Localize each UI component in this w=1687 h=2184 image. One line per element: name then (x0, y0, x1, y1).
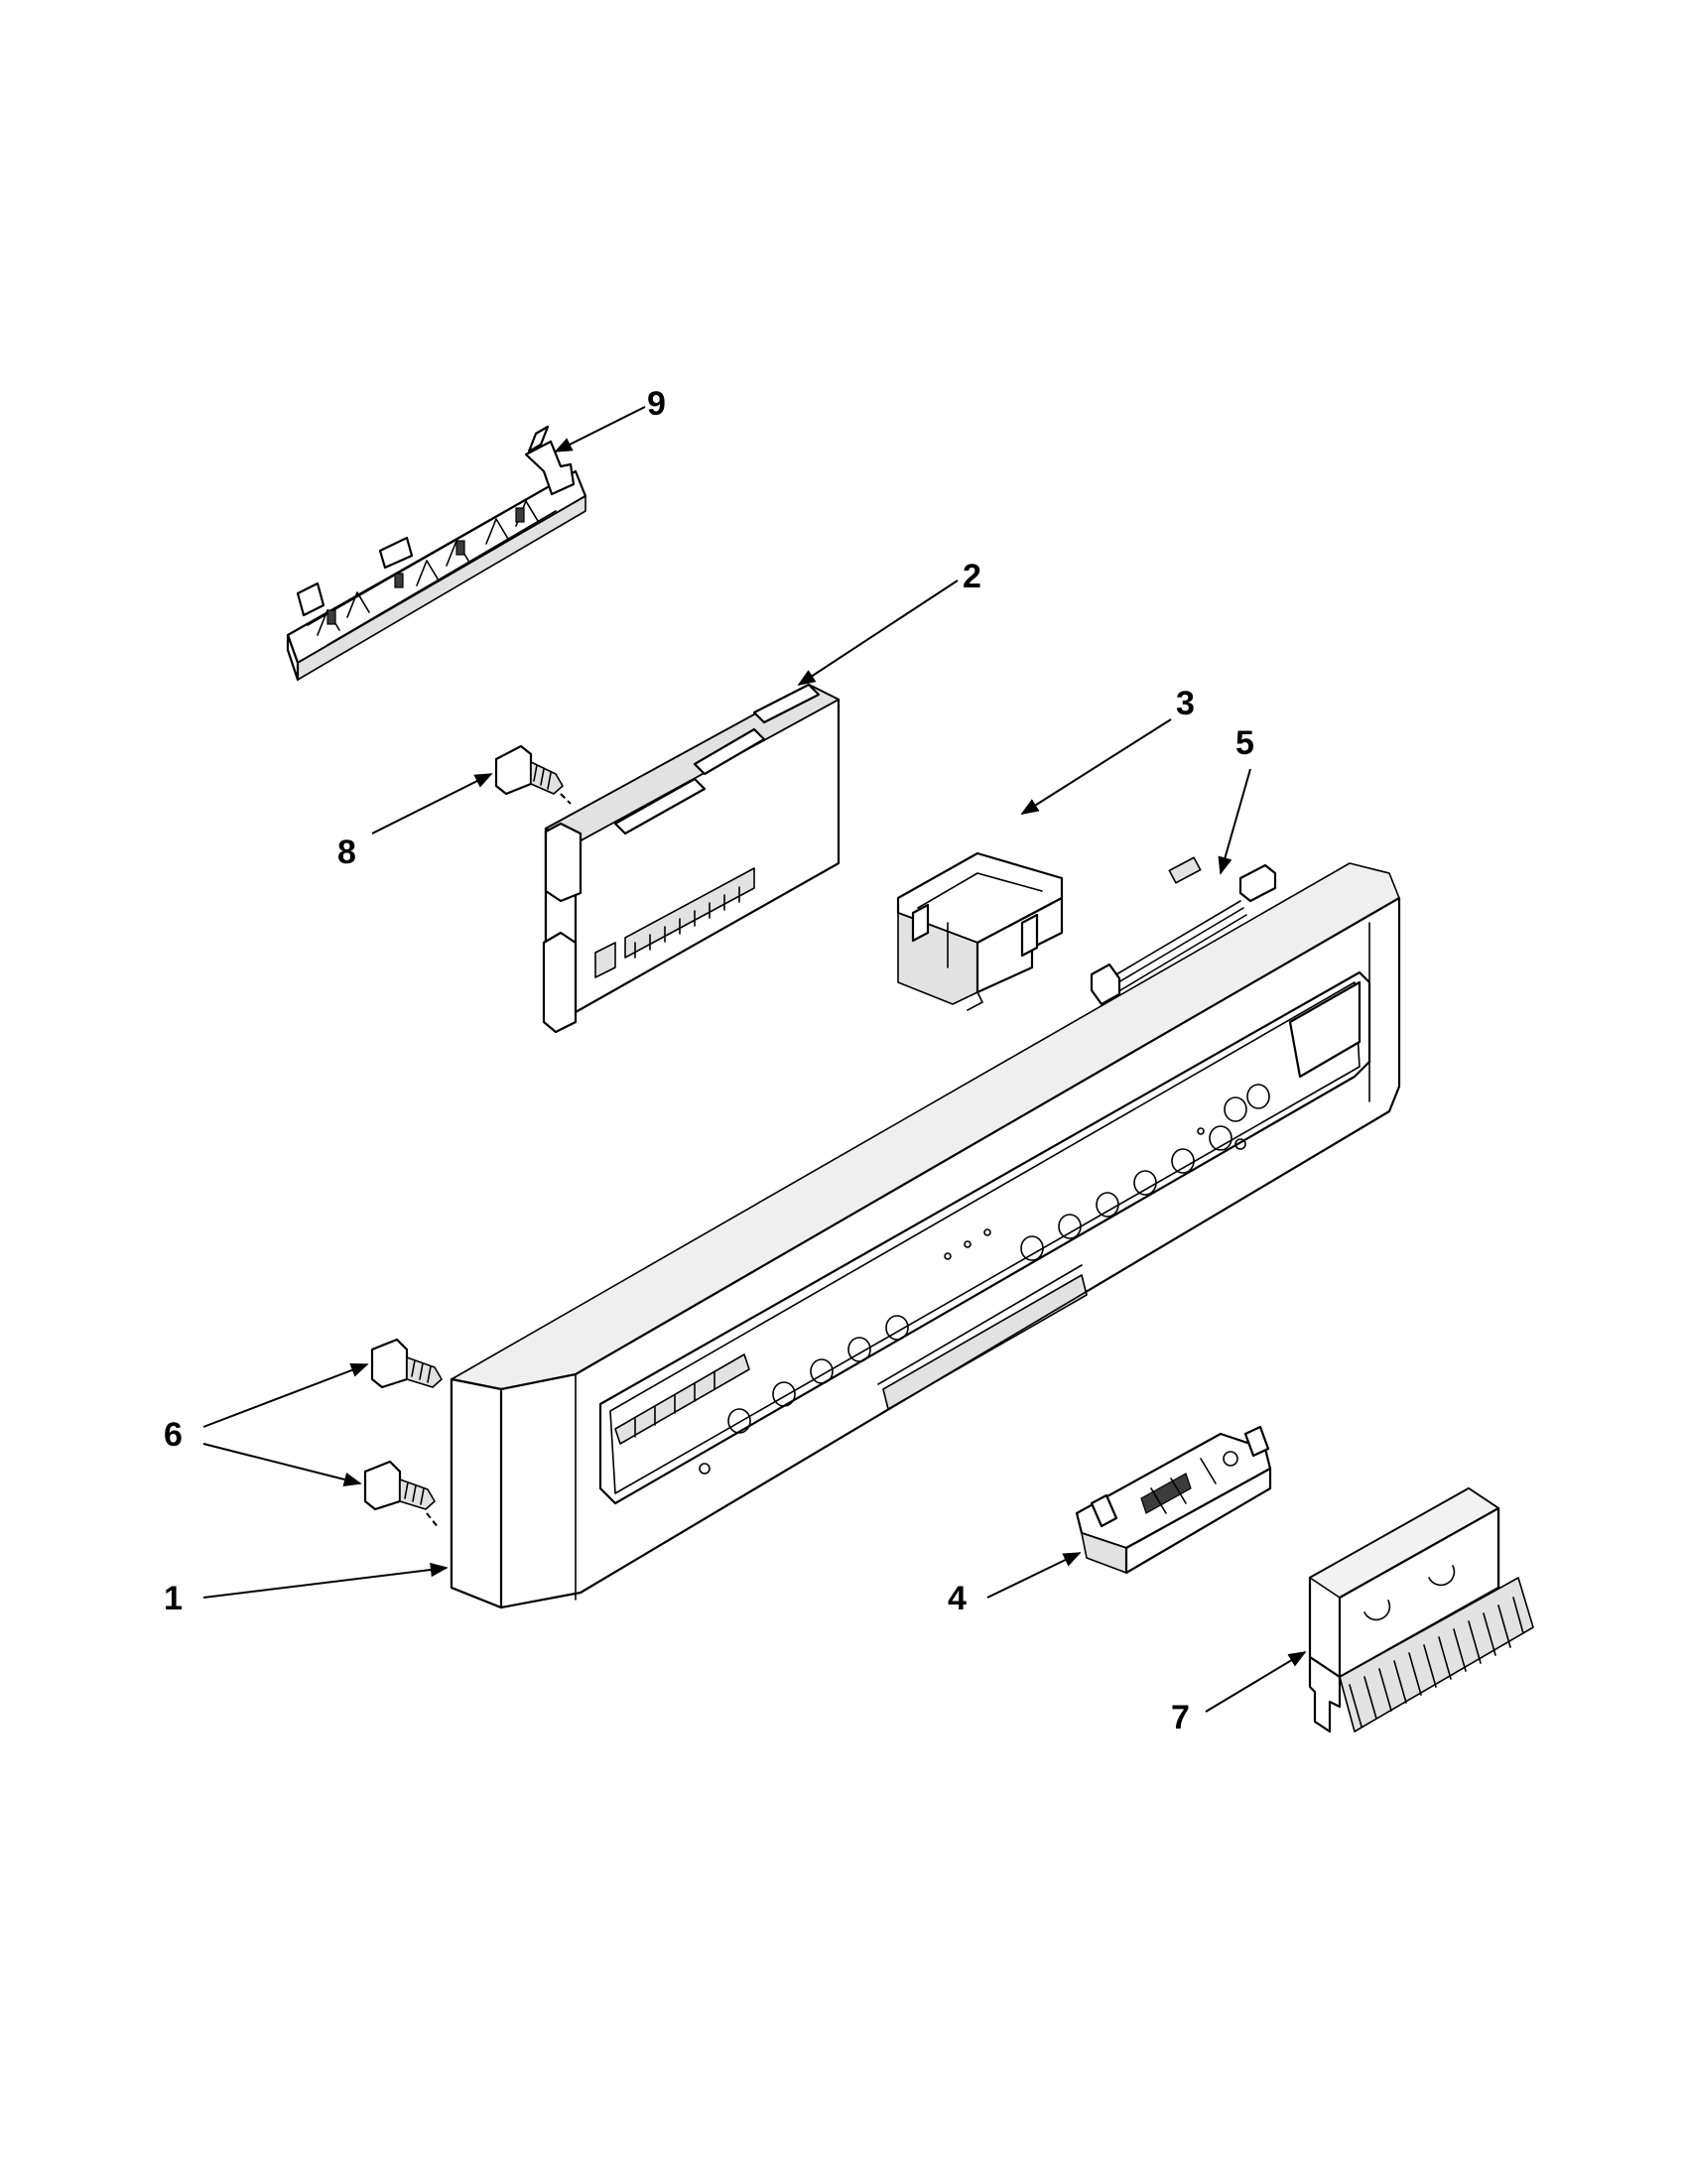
electronic-control-board-part-2 (542, 683, 841, 1034)
callout-label-7: 7 (1171, 1699, 1190, 1736)
board-housing-bracket-part-3 (896, 851, 1064, 1011)
mounting-bracket-part-9 (286, 425, 587, 682)
callout-label-8: 8 (337, 834, 356, 871)
callout-label-1: 1 (164, 1580, 183, 1617)
callout-label-3: 3 (1176, 685, 1195, 722)
wire-harness-part-5 (1090, 856, 1277, 1006)
callout-4: 4 (948, 1552, 1082, 1617)
callout-label-6: 6 (164, 1416, 183, 1454)
callout-5: 5 (1218, 724, 1254, 875)
callout-9: 9 (554, 385, 666, 452)
vent-brush-assembly-part-7 (1308, 1486, 1534, 1734)
control-panel-console-part-1 (450, 862, 1401, 1609)
callout-label-2: 2 (963, 558, 981, 595)
screw-part-8 (494, 744, 572, 805)
callout-1: 1 (164, 1562, 449, 1617)
callout-6: 6 (164, 1363, 369, 1487)
callout-7: 7 (1171, 1651, 1307, 1736)
door-latch-part-4 (1075, 1425, 1272, 1575)
screw-part-6-upper (370, 1338, 443, 1389)
screw-part-6-lower (363, 1460, 440, 1529)
callout-3: 3 (1020, 685, 1195, 815)
callout-2: 2 (797, 558, 981, 686)
callout-8: 8 (337, 773, 493, 871)
callout-label-9: 9 (647, 385, 666, 423)
callout-label-5: 5 (1235, 724, 1254, 762)
callout-label-4: 4 (948, 1580, 967, 1617)
